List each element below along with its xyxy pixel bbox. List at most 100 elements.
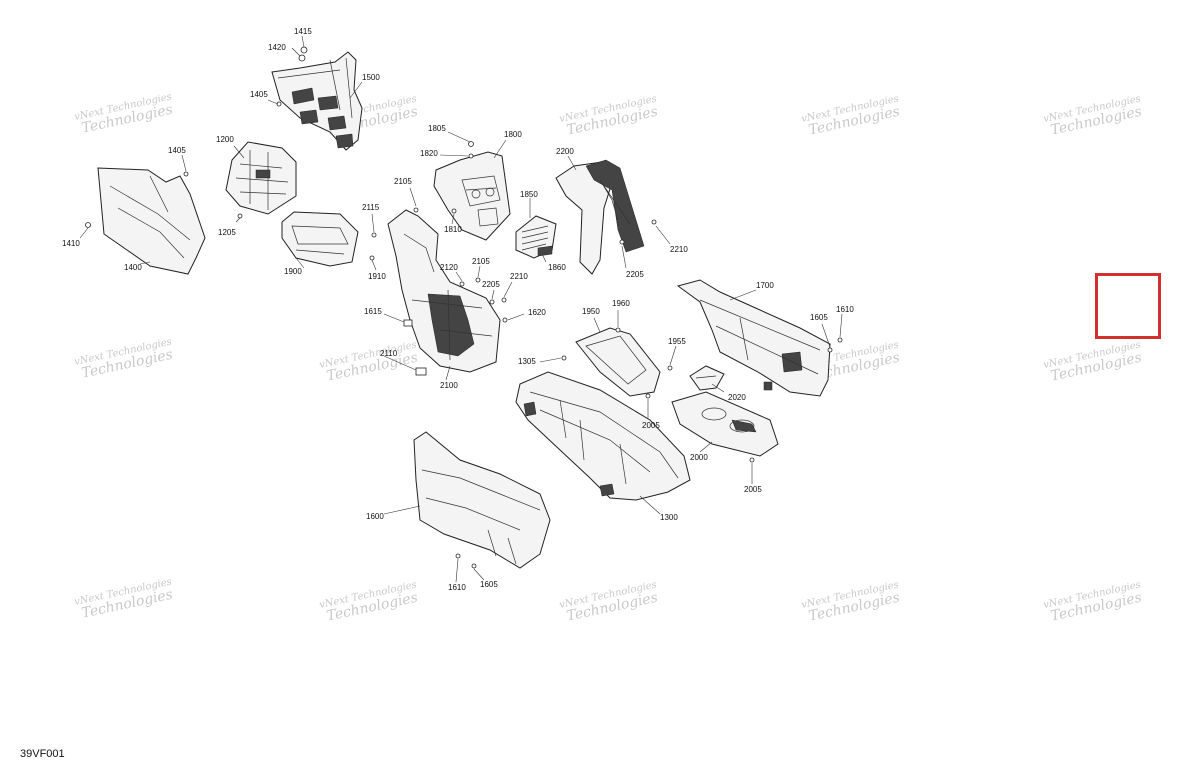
fastener-1910[interactable] [369, 255, 375, 261]
watermark: vNext Technologies Technologies [558, 94, 659, 139]
fastener-1955[interactable] [667, 365, 673, 371]
watermark: vNext Technologies Technologies [800, 94, 901, 139]
fastener-2105-lower[interactable] [475, 277, 481, 283]
callout-1305[interactable]: 1305 [518, 357, 536, 366]
callout-1800[interactable]: 1800 [504, 130, 522, 139]
fastener-2210-lower[interactable] [501, 297, 507, 303]
callout-2100[interactable]: 2100 [440, 381, 458, 390]
fastener-2005-right[interactable] [749, 457, 755, 463]
fastener-2115[interactable] [371, 232, 377, 238]
part-1300-lower-console[interactable] [515, 371, 691, 501]
part-1400-side-panel[interactable] [97, 167, 206, 275]
callout-1955[interactable]: 1955 [668, 337, 686, 346]
part-1200-box[interactable] [225, 141, 297, 215]
callout-2000[interactable]: 2000 [690, 453, 708, 462]
callout-2105[interactable]: 2105 [472, 257, 490, 266]
watermark: vNext Technologies Technologies [73, 92, 174, 137]
part-1700-side-panel[interactable] [676, 279, 831, 397]
fastener-2005-middle[interactable] [645, 393, 651, 399]
callout-1415[interactable]: 1415 [294, 27, 312, 36]
callout-1615[interactable]: 1615 [364, 307, 382, 316]
callout-1610[interactable]: 1610 [448, 583, 466, 592]
fastener-1405-left[interactable] [183, 171, 189, 177]
fastener-1415[interactable] [300, 46, 308, 54]
part-1500-bracket[interactable] [271, 51, 363, 151]
fastener-1820[interactable] [468, 153, 474, 159]
diagram-code: 39VF001 [20, 748, 65, 760]
callout-1205[interactable]: 1205 [218, 228, 236, 237]
callout-1620[interactable]: 1620 [528, 308, 546, 317]
callout-1605[interactable]: 1605 [480, 580, 498, 589]
clip-1615[interactable] [403, 319, 413, 327]
parts [85, 46, 843, 569]
callout-1850[interactable]: 1850 [520, 190, 538, 199]
callout-1960[interactable]: 1960 [612, 299, 630, 308]
callout-1805[interactable]: 1805 [428, 124, 446, 133]
callout-2020[interactable]: 2020 [728, 393, 746, 402]
callout-1420[interactable]: 1420 [268, 43, 286, 52]
callout-1910[interactable]: 1910 [368, 272, 386, 281]
callout-2005[interactable]: 2005 [642, 421, 660, 430]
fastener-1810[interactable] [451, 208, 457, 214]
callout-1860[interactable]: 1860 [548, 263, 566, 272]
clip-2110[interactable] [415, 367, 427, 376]
watermark: vNext Technologies Technologies [73, 577, 174, 622]
fastener-2210-upper[interactable] [651, 219, 657, 225]
callout-2205[interactable]: 2205 [626, 270, 644, 279]
callout-1500[interactable]: 1500 [362, 73, 380, 82]
watermark: vNext Technologies Technologies [73, 337, 174, 382]
part-2100-frame[interactable] [387, 209, 501, 373]
fastener-1305[interactable] [561, 355, 567, 361]
fastener-1420[interactable] [298, 54, 306, 62]
part-1900-tray[interactable] [281, 211, 359, 267]
watermark: vNext Technologies Technologies [318, 580, 419, 625]
callout-1810[interactable]: 1810 [444, 225, 462, 234]
fastener-2120[interactable] [459, 281, 465, 287]
part-1800-console-top[interactable] [433, 151, 511, 241]
callout-2205[interactable]: 2205 [482, 280, 500, 289]
fastener-1410[interactable] [85, 222, 91, 228]
callout-2210[interactable]: 2210 [510, 272, 528, 281]
callout-1200[interactable]: 1200 [216, 135, 234, 144]
callout-2200[interactable]: 2200 [556, 147, 574, 156]
watermark: vNext Technologies Technologies [1042, 94, 1143, 139]
fastener-1610-bottom[interactable] [455, 553, 461, 559]
part-1860-vent-insert[interactable] [537, 245, 553, 257]
fastener-1605-bottom[interactable] [471, 563, 477, 569]
callout-1950[interactable]: 1950 [582, 307, 600, 316]
callout-1410[interactable]: 1410 [62, 239, 80, 248]
callout-2120[interactable]: 2120 [440, 263, 458, 272]
callout-1900[interactable]: 1900 [284, 267, 302, 276]
callout-2210[interactable]: 2210 [670, 245, 688, 254]
part-2020-insert[interactable] [689, 365, 725, 391]
callout-1820[interactable]: 1820 [420, 149, 438, 158]
fastener-2105-upper[interactable] [413, 207, 419, 213]
callout-1405[interactable]: 1405 [168, 146, 186, 155]
callout-1400[interactable]: 1400 [124, 263, 142, 272]
callout-1700[interactable]: 1700 [756, 281, 774, 290]
callout-1605[interactable]: 1605 [810, 313, 828, 322]
fastener-1605-right[interactable] [827, 347, 833, 353]
fastener-1620[interactable] [502, 317, 508, 323]
fastener-1205[interactable] [237, 213, 243, 219]
fastener-1405-top[interactable] [276, 101, 282, 107]
callout-2115[interactable]: 2115 [362, 203, 380, 212]
part-2200-bracket[interactable] [555, 159, 645, 275]
callout-2110[interactable]: 2110 [380, 349, 398, 358]
fastener-1960[interactable] [615, 327, 621, 333]
watermark: vNext Technologies Technologies [558, 580, 659, 625]
callout-1300[interactable]: 1300 [660, 513, 678, 522]
fastener-2205-upper[interactable] [619, 239, 625, 245]
fastener-1805[interactable] [468, 141, 474, 147]
callout-1600[interactable]: 1600 [366, 512, 384, 521]
part-1600-side-panel[interactable] [413, 431, 551, 569]
callout-2105[interactable]: 2105 [394, 177, 412, 186]
selection-highlight-box[interactable] [1095, 273, 1161, 339]
part-1950-bin[interactable] [575, 327, 661, 397]
part-2000-cupholder[interactable] [671, 391, 779, 457]
callout-1405[interactable]: 1405 [250, 90, 268, 99]
callout-1610[interactable]: 1610 [836, 305, 854, 314]
callout-2005[interactable]: 2005 [744, 485, 762, 494]
fastener-2205-lower[interactable] [489, 299, 495, 305]
fastener-1610-right[interactable] [837, 337, 843, 343]
